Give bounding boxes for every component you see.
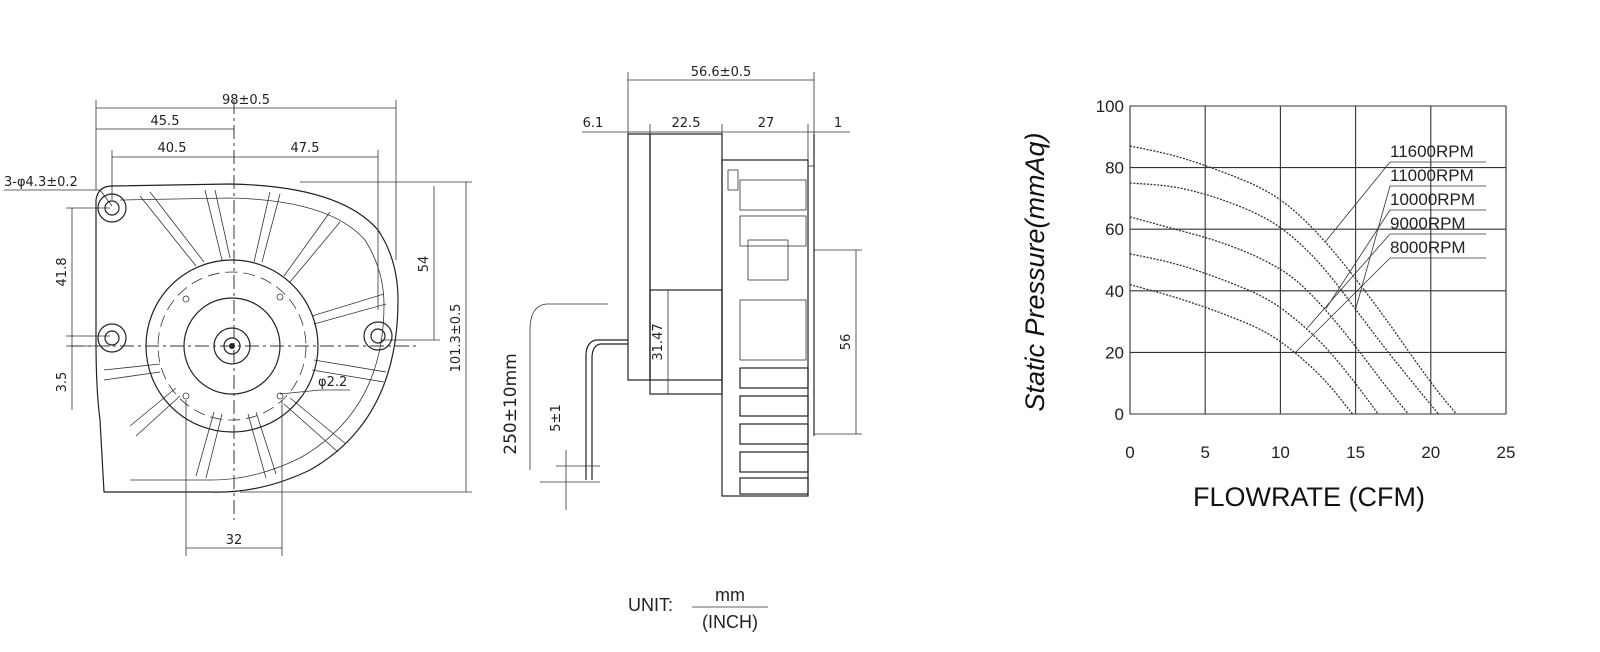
dim-hole-to-center: 40.5 [158, 141, 187, 156]
chart-x-tick-label: 10 [1271, 443, 1290, 462]
chart-x-tick-label: 15 [1346, 443, 1365, 462]
chart-y-tick-label: 0 [1115, 405, 1124, 424]
dim-d2: 22.5 [672, 116, 701, 131]
dim-left-to-center: 45.5 [151, 114, 180, 129]
chart-y-tick-label: 20 [1105, 343, 1124, 362]
front-view: 98±0.5 45.5 40.5 47.5 3-φ4.3±0.2 41.8 3.… [4, 93, 472, 556]
dim-center-to-right: 47.5 [291, 141, 320, 156]
dim-hole-dia: φ2.2 [318, 375, 347, 390]
chart-legend: 11600RPM 11000RPM 10000RPM 9000RPM 8000RPM [1295, 142, 1486, 353]
chart-series [1129, 145, 1457, 415]
chart-x-tick-label: 5 [1200, 443, 1209, 462]
dim-d4: 1 [834, 116, 842, 131]
dim-outlet-height: 56 [839, 334, 854, 351]
dim-overall-width: 98±0.5 [222, 93, 270, 108]
dim-upper-hole-spacing: 41.8 [55, 258, 70, 287]
dim-lead-length: 250±10mm [501, 353, 521, 454]
chart-series-line [1129, 284, 1354, 415]
dim-right-height: 54 [417, 256, 432, 273]
chart-legend-label: 11000RPM [1390, 166, 1474, 185]
chart-legend-leader [1295, 257, 1391, 353]
chart-y-axis-label: Static Pressure(mmAq) [1020, 132, 1050, 411]
chart-legend-leader [1307, 233, 1391, 329]
dim-d1: 6.1 [583, 116, 604, 131]
chart-y-tick-label: 60 [1105, 220, 1124, 239]
chart-legend-label: 9000RPM [1390, 214, 1466, 233]
chart-series-line [1129, 253, 1379, 415]
chart-x-axis-label: FLOWRATE (CFM) [1193, 482, 1425, 512]
chart-series-line [1129, 145, 1457, 415]
dim-lower-offset: 3.5 [55, 372, 70, 393]
unit-note: UNIT: mm (INCH) [628, 585, 768, 632]
chart-series-line [1129, 216, 1409, 415]
unit-denominator: (INCH) [702, 612, 758, 632]
chart-y-tick-label: 40 [1105, 282, 1124, 301]
side-view: 56.6±0.5 6.1 22.5 27 1 31.47 56 [501, 65, 862, 510]
dim-d3: 27 [758, 116, 775, 131]
unit-label: UNIT: [628, 595, 673, 615]
chart-x-tick-label: 25 [1497, 443, 1516, 462]
chart-x-tick-label: 20 [1421, 443, 1440, 462]
chart-legend-leader [1325, 161, 1391, 242]
chart-x-tick-label: 0 [1125, 443, 1134, 462]
chart-y-tick-label: 100 [1096, 97, 1124, 116]
chart-y-tick-label: 80 [1105, 159, 1124, 178]
chart-legend-leader [1355, 185, 1391, 310]
chart-legend-leader [1325, 209, 1391, 310]
chart-ticks: 0 5 10 15 20 25 0 20 40 60 80 100 [1096, 97, 1516, 462]
dim-lead-strip: 5±1 [549, 404, 564, 431]
dim-outlet-width: 32 [226, 533, 243, 548]
dim-holes: 3-φ4.3±0.2 [4, 175, 78, 190]
chart-legend-label: 10000RPM [1390, 190, 1475, 209]
chart-grid [1129, 105, 1507, 415]
dim-overall-height: 101.3±0.5 [449, 304, 464, 373]
chart-legend-label: 11600RPM [1390, 142, 1474, 161]
chart-legend-label: 8000RPM [1390, 238, 1466, 257]
unit-numerator: mm [715, 585, 745, 605]
chart-series-line [1129, 182, 1439, 415]
dim-hub: 31.47 [651, 323, 666, 360]
dim-overall-depth: 56.6±0.5 [691, 65, 752, 80]
